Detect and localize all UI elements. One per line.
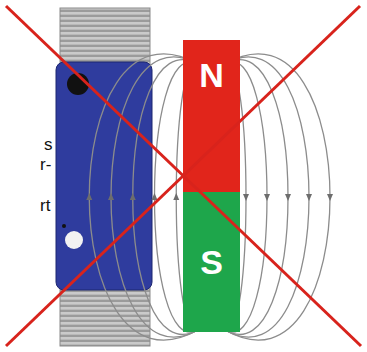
field-arrow xyxy=(306,194,312,201)
magnet-pole: S xyxy=(183,192,240,332)
field-line xyxy=(89,54,198,340)
field-line xyxy=(225,54,330,340)
field-arrow xyxy=(152,193,158,200)
sensor-dot xyxy=(62,224,66,228)
sensor-body xyxy=(56,62,152,290)
field-arrow xyxy=(285,194,291,201)
cross-line xyxy=(6,6,361,346)
sensor-led xyxy=(65,231,83,249)
sensor-lens xyxy=(67,73,89,95)
pole-letter: N xyxy=(199,58,224,92)
pole-letter: S xyxy=(200,245,223,279)
field-arrow xyxy=(264,194,270,201)
text-fragment: r- xyxy=(40,156,51,175)
field-arrow xyxy=(130,193,136,200)
field-arrow xyxy=(86,193,92,200)
magnet-pole: N xyxy=(183,40,240,192)
cross-line xyxy=(6,6,360,346)
field-arrow xyxy=(173,193,179,200)
field-arrow xyxy=(243,194,249,201)
field-arrow xyxy=(327,194,333,201)
text-fragment: s xyxy=(44,136,53,155)
text-fragment: rt xyxy=(40,197,50,216)
field-arrow xyxy=(108,193,114,200)
